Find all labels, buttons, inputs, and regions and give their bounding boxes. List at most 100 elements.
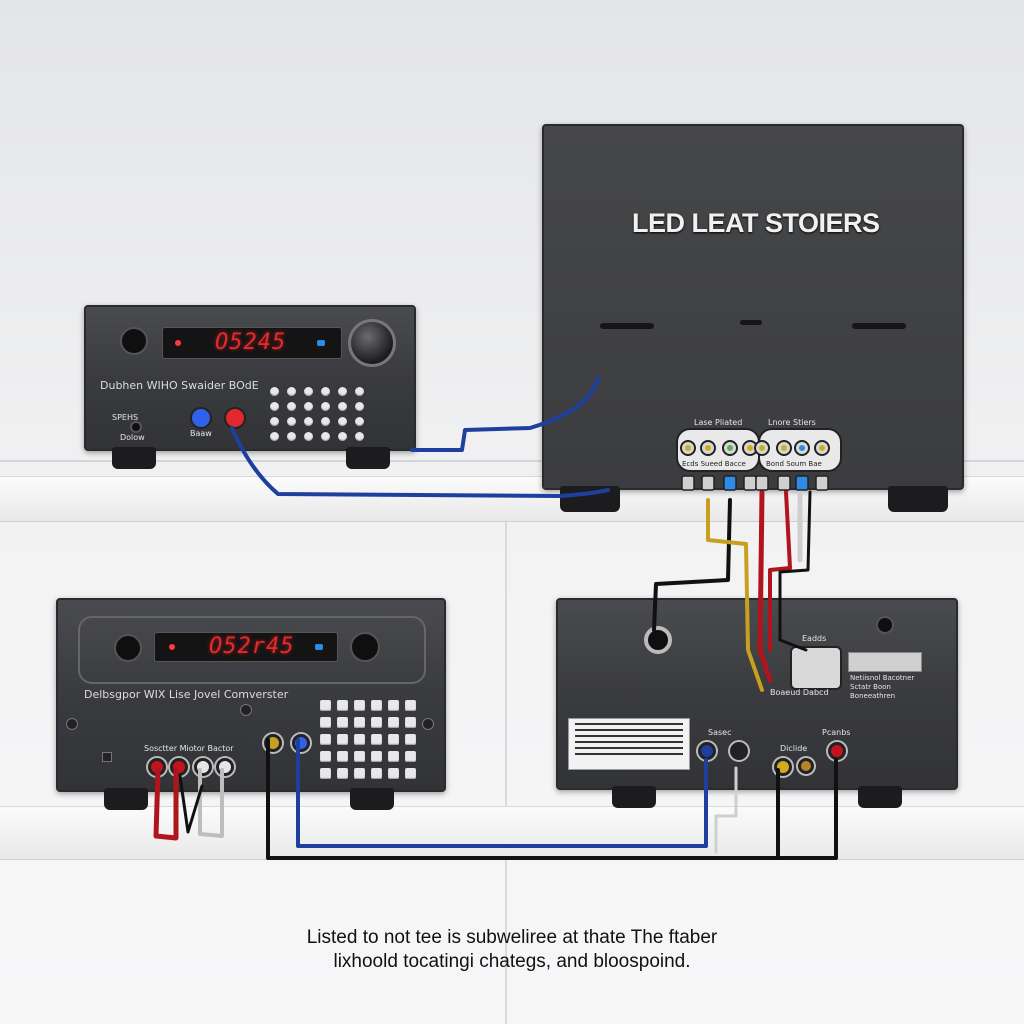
grid-button[interactable] — [371, 700, 382, 711]
terminal-clamp[interactable] — [795, 475, 809, 491]
cable-black-2 — [778, 490, 812, 652]
grid-button[interactable] — [270, 432, 279, 441]
terminal-clamp[interactable] — [723, 475, 737, 491]
blue-button[interactable] — [190, 407, 212, 429]
top-display: O5245 — [162, 327, 342, 359]
grid-button[interactable] — [321, 402, 330, 411]
grid-button[interactable] — [337, 700, 348, 711]
grid-button[interactable] — [355, 387, 364, 396]
grid-button[interactable] — [388, 751, 399, 762]
grid-button[interactable] — [354, 734, 365, 745]
red-button[interactable] — [224, 407, 246, 429]
grid-button[interactable] — [338, 432, 347, 441]
grid-button[interactable] — [338, 417, 347, 426]
terminal-block[interactable] — [790, 646, 842, 690]
grid-button[interactable] — [354, 700, 365, 711]
cable-black-1 — [652, 498, 732, 632]
grid-button[interactable] — [287, 402, 296, 411]
grid-button[interactable] — [337, 751, 348, 762]
power-hole[interactable] — [120, 327, 148, 355]
terminal-clamp[interactable] — [777, 475, 791, 491]
volume-knob[interactable] — [348, 319, 396, 367]
bottom-right-small-hole[interactable] — [876, 616, 894, 634]
bottom-hole-right[interactable] — [350, 632, 380, 662]
grid-button[interactable] — [388, 768, 399, 779]
block-caption: Boaeud Dabcd — [770, 688, 829, 697]
grid-button[interactable] — [320, 734, 331, 745]
wall-line-top — [0, 460, 1024, 462]
grid-button[interactable] — [270, 402, 279, 411]
grid-button[interactable] — [354, 751, 365, 762]
speaker-foot-left — [560, 486, 620, 512]
terminal-clamp[interactable] — [755, 475, 769, 491]
cable-blue-bottom — [296, 738, 708, 848]
terminal-clamp[interactable] — [701, 475, 715, 491]
grid-button[interactable] — [270, 417, 279, 426]
grid-button[interactable] — [405, 717, 416, 728]
grid-button[interactable] — [354, 717, 365, 728]
grid-button[interactable] — [405, 734, 416, 745]
grid-button[interactable] — [321, 417, 330, 426]
grid-button[interactable] — [287, 417, 296, 426]
grid-button[interactable] — [405, 751, 416, 762]
grid-button[interactable] — [337, 768, 348, 779]
grid-button[interactable] — [287, 432, 296, 441]
grid-button[interactable] — [354, 768, 365, 779]
bottom-display-digits: O52r45 — [209, 634, 295, 659]
grid-button[interactable] — [270, 387, 279, 396]
terminal-label-left: Lase Pliated — [694, 418, 743, 427]
grid-button[interactable] — [320, 717, 331, 728]
grid-button[interactable] — [338, 402, 347, 411]
jack-black[interactable] — [730, 742, 748, 760]
grid-button[interactable] — [304, 387, 313, 396]
terminal-clamp[interactable] — [681, 475, 695, 491]
bottom-display: O52r45 — [154, 632, 338, 662]
jack-orange[interactable] — [798, 758, 814, 774]
grid-button[interactable] — [355, 432, 364, 441]
grid-button[interactable] — [337, 717, 348, 728]
bottom-hole-left[interactable] — [114, 634, 142, 662]
bottom-right-port[interactable] — [644, 626, 672, 654]
cable-blue-lower — [230, 426, 610, 498]
bottom-left-foot-left — [104, 788, 148, 810]
grid-button[interactable] — [371, 717, 382, 728]
grid-button[interactable] — [320, 700, 331, 711]
terminal-post-dot — [759, 445, 765, 451]
grid-button[interactable] — [388, 734, 399, 745]
grid-button[interactable] — [405, 768, 416, 779]
headphone-jack[interactable] — [130, 421, 142, 433]
speaker-slot-left — [600, 323, 654, 329]
top-button-grid[interactable] — [270, 387, 364, 441]
grid-button[interactable] — [287, 387, 296, 396]
bottom-display-indicator-red — [169, 644, 175, 650]
grid-button[interactable] — [405, 700, 416, 711]
grid-button[interactable] — [338, 387, 347, 396]
cable-yellow — [706, 498, 764, 692]
grid-button[interactable] — [304, 432, 313, 441]
grid-button[interactable] — [321, 432, 330, 441]
grid-button[interactable] — [320, 751, 331, 762]
grid-button[interactable] — [320, 768, 331, 779]
grid-button[interactable] — [371, 751, 382, 762]
speaker-slot-right — [852, 323, 906, 329]
top-left-caption-1: SPEHS — [112, 413, 139, 422]
top-device-label: Dubhen WIHO Swaider BOdE — [100, 379, 259, 392]
grid-button[interactable] — [371, 734, 382, 745]
cable-blue-upper — [410, 376, 600, 452]
grid-button[interactable] — [304, 417, 313, 426]
terminal-clamp[interactable] — [815, 475, 829, 491]
terminal-clamp[interactable] — [743, 475, 757, 491]
terminal-label-right: Lnore Stiers — [768, 418, 816, 427]
grid-button[interactable] — [388, 700, 399, 711]
grid-button[interactable] — [321, 387, 330, 396]
grid-button[interactable] — [388, 717, 399, 728]
grid-button[interactable] — [337, 734, 348, 745]
bottom-button-grid[interactable] — [320, 700, 416, 779]
cable-white-bottom — [714, 766, 738, 854]
shelf-lower — [0, 806, 1024, 860]
grid-button[interactable] — [304, 402, 313, 411]
grid-button[interactable] — [355, 417, 364, 426]
grid-button[interactable] — [355, 402, 364, 411]
jack-label-1: Sasec — [708, 728, 732, 737]
grid-button[interactable] — [371, 768, 382, 779]
